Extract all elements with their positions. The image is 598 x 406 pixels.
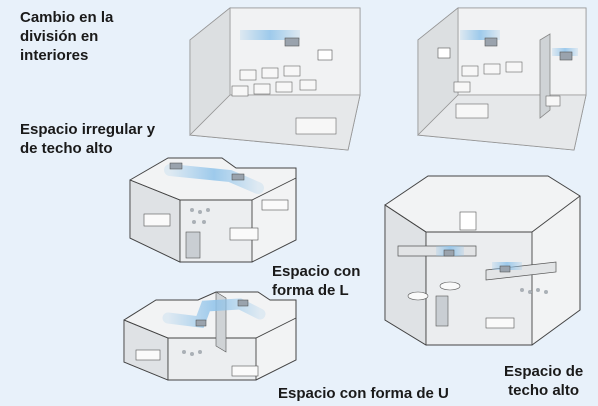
building-high-ceiling [384,175,581,346]
label-high-ceiling: Espacio de techo alto [504,363,584,399]
building-l-shaped [129,157,297,263]
label-partition-change: Cambio en la división en interiores [20,9,114,64]
room-partition-after [417,7,587,151]
label-l-shaped: Espacio con forma de L [272,263,361,299]
building-u-shaped [123,291,297,381]
room-partition-before [189,7,361,151]
label-irregular-high-ceiling: Espacio irregular y de techo alto [20,121,156,157]
label-u-shaped: Espacio con forma de U [278,385,449,402]
